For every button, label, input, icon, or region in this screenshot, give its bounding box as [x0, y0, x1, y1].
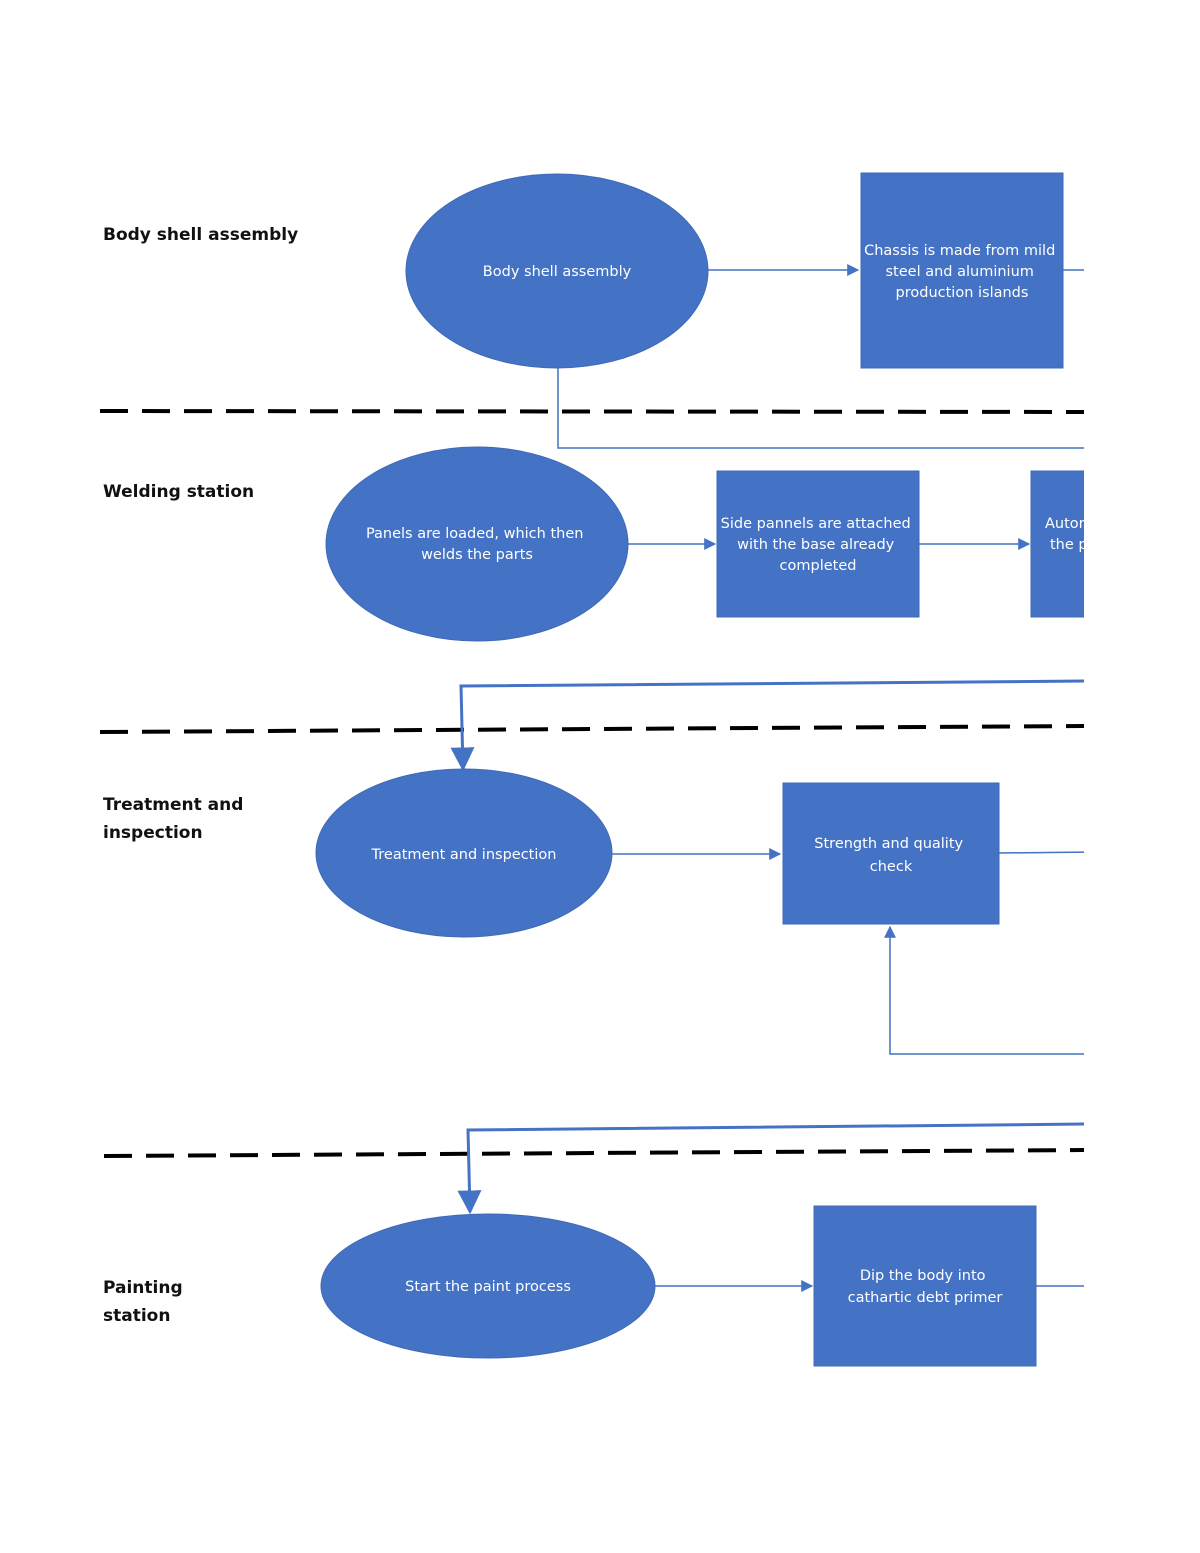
node-label-line: check: [870, 859, 913, 875]
node-treatment-inspection: Treatment and inspection: [315, 768, 613, 938]
node-label: Treatment and inspection: [371, 847, 557, 863]
node-label-line: the p: [1050, 537, 1088, 553]
node-label-line: Start the paint process: [405, 1279, 571, 1295]
lane-divider: [103, 1148, 1084, 1158]
node-auto-box-cropped: Autor the p: [1030, 470, 1089, 618]
node-strength-quality-box: Strength and quality check: [782, 782, 1000, 925]
lane-label-painting: Painting station: [103, 1274, 183, 1330]
connector-line: [998, 851, 1084, 854]
lane-label-text: Painting: [103, 1278, 183, 1298]
lane-label-text: station: [103, 1306, 171, 1326]
node-label: Body shell assembly: [483, 264, 632, 280]
lane-label-text: Treatment and: [103, 795, 244, 815]
node-label-line: Strength and quality: [814, 836, 963, 852]
node-label-line: Dip the body into: [860, 1268, 986, 1284]
node-panels-loaded: Panels are loaded, which then welds the …: [325, 446, 629, 642]
node-label: Chassis is made from mild steel and alum…: [864, 243, 1060, 301]
lane-divider: [99, 724, 1084, 734]
connector-arrow: [457, 1122, 1084, 1215]
node-label-line: completed: [780, 558, 857, 574]
node-label-line: with the base already: [737, 537, 895, 553]
node-start-paint: Start the paint process: [320, 1213, 656, 1359]
lane-label-welding: Welding station: [103, 478, 254, 506]
node-dip-primer-box: Dip the body into cathartic debt primer: [813, 1205, 1037, 1367]
node-label: Strength and quality check: [814, 836, 967, 875]
node-label: Dip the body into cathartic debt primer: [848, 1268, 1003, 1306]
node-label-line: Autor: [1045, 516, 1085, 532]
connector-arrow: [450, 679, 1084, 772]
lane-divider: [99, 409, 1084, 414]
node-label-line: steel and aluminium: [885, 264, 1033, 280]
node-label: Start the paint process: [405, 1279, 571, 1295]
node-label: Panels are loaded, which then welds the …: [366, 526, 588, 563]
node-label-line: Treatment and inspection: [371, 847, 557, 863]
lane-label-body-shell: Body shell assembly: [103, 221, 298, 249]
lane-label-text: Body shell assembly: [103, 225, 299, 245]
node-label-line: welds the parts: [421, 547, 533, 563]
node-label: Side pannels are attached with the base …: [721, 516, 916, 574]
lane-label-treatment: Treatment and inspection: [103, 791, 243, 847]
node-label-line: Panels are loaded, which then: [366, 526, 584, 542]
lane-label-text: Welding station: [103, 482, 255, 502]
node-label-line: Side pannels are attached: [721, 516, 911, 532]
node-side-panels-box: Side pannels are attached with the base …: [716, 470, 920, 618]
node-chassis-box: Chassis is made from mild steel and alum…: [860, 172, 1064, 369]
node-label-line: production islands: [896, 285, 1029, 301]
node-body-shell-assembly: Body shell assembly: [405, 173, 709, 369]
node-label-line: Chassis is made from mild: [864, 243, 1055, 259]
node-label-line: cathartic debt primer: [848, 1290, 1003, 1306]
connector-arrow: [884, 925, 1084, 1055]
node-label: Autor the p: [1045, 516, 1089, 553]
connector-line: [557, 368, 1084, 449]
lane-label-text: inspection: [103, 823, 203, 843]
node-label-line: Body shell assembly: [483, 264, 632, 280]
